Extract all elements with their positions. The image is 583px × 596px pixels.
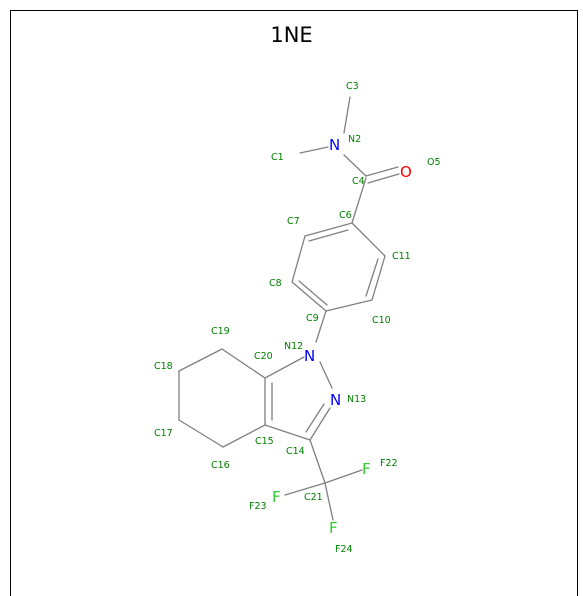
f23-symbol: F [272,488,281,506]
atom-label-c11: C11 [392,251,411,262]
bond-c10-c11-inner [365,258,379,297]
atom-label-o5: O5 [427,157,441,168]
atom-label-c15: C15 [255,436,274,447]
bond-n2-c4 [343,154,367,177]
atom-label-c9: C9 [306,313,319,324]
diagram-title: 1NE [270,23,313,47]
atom-label-c10: C10 [372,315,391,326]
diagram-frame [10,10,578,596]
bond-c4-o5-b [367,173,400,184]
atom-label-f24: F24 [335,544,353,555]
bond-c16-c15 [222,424,266,448]
f22-symbol: F [362,460,371,478]
bond-c8-c9-inner [298,280,328,306]
n12-symbol: N [304,347,315,365]
bond-c1-n2 [299,146,329,154]
bond-c6-c7-inner [308,229,349,242]
element-symbols: N O N N F F F [272,136,412,537]
bond-n13-c14 [309,407,331,441]
atom-label-c7: C7 [287,216,300,227]
bond-c6-c7 [304,222,353,237]
bond-c14-c15 [264,424,311,441]
atom-label-c1: C1 [271,152,284,163]
bond-c9-c10 [325,299,373,312]
atom-label-c17: C17 [154,428,173,439]
atom-label-c3: C3 [346,81,359,92]
bond-c21-f23 [284,482,326,496]
bond-n13-c14-inner [305,403,325,433]
bond-c20-c19 [221,348,266,379]
o5-symbol: O [400,163,412,181]
bond-c21-f22 [324,469,363,484]
atom-label-c16: C16 [211,460,230,471]
atom-label-c20: C20 [254,351,273,362]
bond-c9-n12 [315,310,327,343]
bond-n12-n13 [319,361,333,389]
atom-label-f22: F22 [380,458,398,469]
bond-c10-c11 [371,255,386,301]
bond-c11-c6 [351,222,386,257]
atom-label-c14: C14 [286,446,305,457]
atom-label-c21: C21 [304,492,323,503]
n13-symbol: N [330,391,341,409]
atom-label-c8: C8 [269,278,282,289]
atom-label-c18: C18 [154,361,173,372]
bond-c20-n12 [264,356,305,379]
n2-symbol: N [329,136,340,154]
atom-label-c4: C4 [352,176,365,187]
bonds [178,96,400,521]
atom-label-n13: N13 [347,394,366,405]
atom-label-n2: N2 [348,134,361,145]
bond-c19-c18 [178,348,223,372]
bond-c17-c16 [178,419,224,448]
bond-c4-c6 [351,177,367,224]
atom-label-f23: F23 [249,501,267,512]
bond-c21-f24 [324,482,334,521]
bond-c7-c8 [291,235,306,283]
bond-c8-c9 [291,281,327,312]
f24-symbol: F [329,519,338,537]
bond-c14-c21 [309,439,326,484]
bond-c4-o5-a [365,166,399,177]
atom-labels: C1 N2 C3 C4 O5 C6 C7 C8 C9 C10 C11 N12 N… [154,81,441,555]
bond-n2-c3 [343,96,351,134]
atom-label-n12: N12 [284,341,303,352]
atom-label-c19: C19 [211,326,230,337]
atom-label-c6: C6 [339,210,352,221]
